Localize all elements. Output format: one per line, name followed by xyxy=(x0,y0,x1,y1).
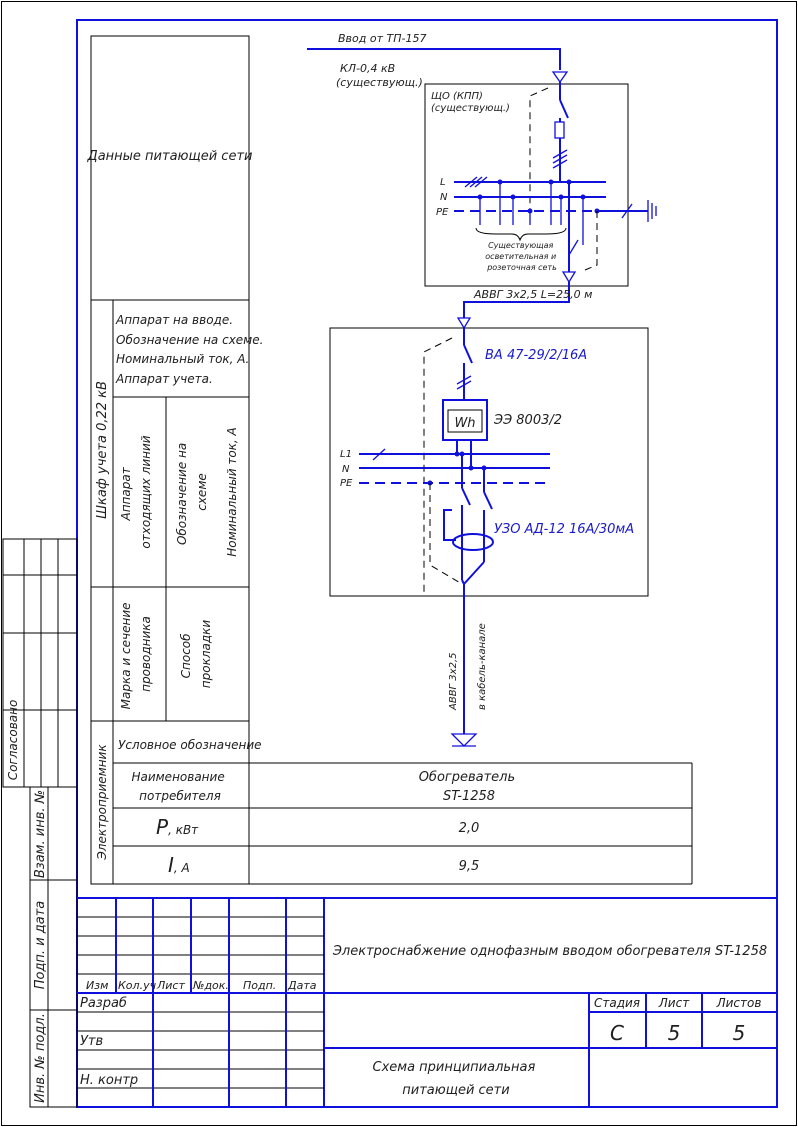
sign-date-label: Подп. и дата xyxy=(33,901,48,990)
bus2-l1-label: L1 xyxy=(340,449,352,460)
sheet-label: Лист xyxy=(658,996,690,1010)
laying-method-header: Способ прокладки xyxy=(179,620,213,689)
power-value: 2,0 xyxy=(459,821,480,836)
feed-label: Ввод от ТП-157 xyxy=(338,32,426,45)
stage-label: Стадия xyxy=(594,996,640,1010)
laying-label: в кабель-канале xyxy=(476,623,488,710)
outgoing-switch-icon xyxy=(568,239,579,256)
meter-cabinet-label: Шкаф учета 0,22 кВ xyxy=(95,381,110,519)
role-approved: Утв xyxy=(80,1034,103,1049)
scheme-designation-header: Обозначение на схеме xyxy=(175,439,209,545)
project-title: Электроснабжение однофазным вводом обогр… xyxy=(332,944,767,959)
rated-current-header: Номинальный ток, А xyxy=(225,427,239,557)
role-developer: Разраб xyxy=(80,996,127,1011)
symbol-header: Условное обозначение xyxy=(118,738,262,752)
cabinet-terminal-icon xyxy=(456,317,472,330)
heater-symbol-icon xyxy=(450,733,478,747)
consumer-value: Обогреватель ST-1258 xyxy=(419,770,520,804)
power-header: Р, кВт xyxy=(156,815,199,839)
rcd-label: УЗО АД-12 16А/30мА xyxy=(494,522,634,537)
fuse-icon xyxy=(554,121,565,139)
switch-icon xyxy=(559,99,569,119)
side-stamp: Согласовано Взам. инв. № Подп. и дата Ин… xyxy=(2,538,78,1108)
title-block-columns: Изм Кол.уч Лист №док. Подп. Дата xyxy=(86,979,317,992)
replace-inv-label: Взам. инв. № xyxy=(33,790,48,878)
bus-l-label: L xyxy=(440,177,446,188)
consumer-name-header: Наименование потребителя xyxy=(131,770,228,803)
outgoing-terminal-icon xyxy=(561,271,577,284)
left-data-table: Данные питающей сети Аппарат на вводе. О… xyxy=(87,35,693,885)
sheet-title: Схема принципиальная питающей сети xyxy=(373,1060,540,1098)
cable3-label: АВВГ 3х2,5 xyxy=(448,653,459,712)
meter-symbol: Wh xyxy=(454,416,475,431)
bus2-pe-label: PE xyxy=(340,478,353,489)
current-value: 9,5 xyxy=(459,859,480,874)
breaker-label: ВА 47-29/2/16А xyxy=(485,348,587,363)
current-header: I, А xyxy=(168,853,190,877)
existing-network-label: Существующая осветительная и розеточная … xyxy=(485,241,558,272)
input-device-header: Аппарат на вводе. Обозначение на схеме. … xyxy=(115,313,267,386)
role-normcontrol: Н. контр xyxy=(80,1073,138,1088)
cable2-label: АВВГ 3х2,5 L=25,0 м xyxy=(473,288,592,301)
bus-pe-label: PE xyxy=(436,207,449,218)
bus2-n-label: N xyxy=(342,464,350,475)
breaker-icon xyxy=(463,344,473,364)
bus-n-label: N xyxy=(440,192,448,203)
supply-data-label: Данные питающей сети xyxy=(87,149,253,164)
meter-box-icon xyxy=(442,399,488,441)
sheets-label: Листов xyxy=(716,996,762,1010)
agreed-label: Согласовано xyxy=(6,700,20,781)
rcd-transformer-icon xyxy=(452,533,494,551)
outgoing-device-header: Аппарат отходящих линий xyxy=(119,435,153,548)
meter-label: ЭЭ 8003/2 xyxy=(493,413,562,428)
meter-cabinet-box xyxy=(329,327,649,597)
terminal-icon xyxy=(551,71,569,84)
title-block: Изм Кол.уч Лист №док. Подп. Дата Разраб … xyxy=(77,897,777,1107)
existing-panel: Ввод от ТП-157 КЛ-0,4 кВ (существующ.) Щ… xyxy=(307,32,657,318)
existing-panel-box xyxy=(424,83,629,287)
panel-label: ЩО (КПП) xyxy=(431,91,483,102)
wire-brand-header: Марка и сечение проводника xyxy=(119,599,153,710)
panel-note: (существующ.) xyxy=(431,103,510,114)
sheet-value: 5 xyxy=(668,1021,681,1045)
inv-orig-label: Инв. № подл. xyxy=(33,1013,48,1103)
cable1-label: КЛ-0,4 кВ xyxy=(340,62,395,75)
rcd-switch-icon xyxy=(461,487,471,506)
stage-value: С xyxy=(610,1021,624,1045)
consumer-label: Электроприемник xyxy=(95,744,109,861)
cable1-note: (существующ.) xyxy=(336,76,423,89)
sheets-value: 5 xyxy=(733,1021,746,1045)
meter-cabinet: ВА 47-29/2/16А Wh ЭЭ 8003/2 L1 N PE xyxy=(329,317,649,747)
